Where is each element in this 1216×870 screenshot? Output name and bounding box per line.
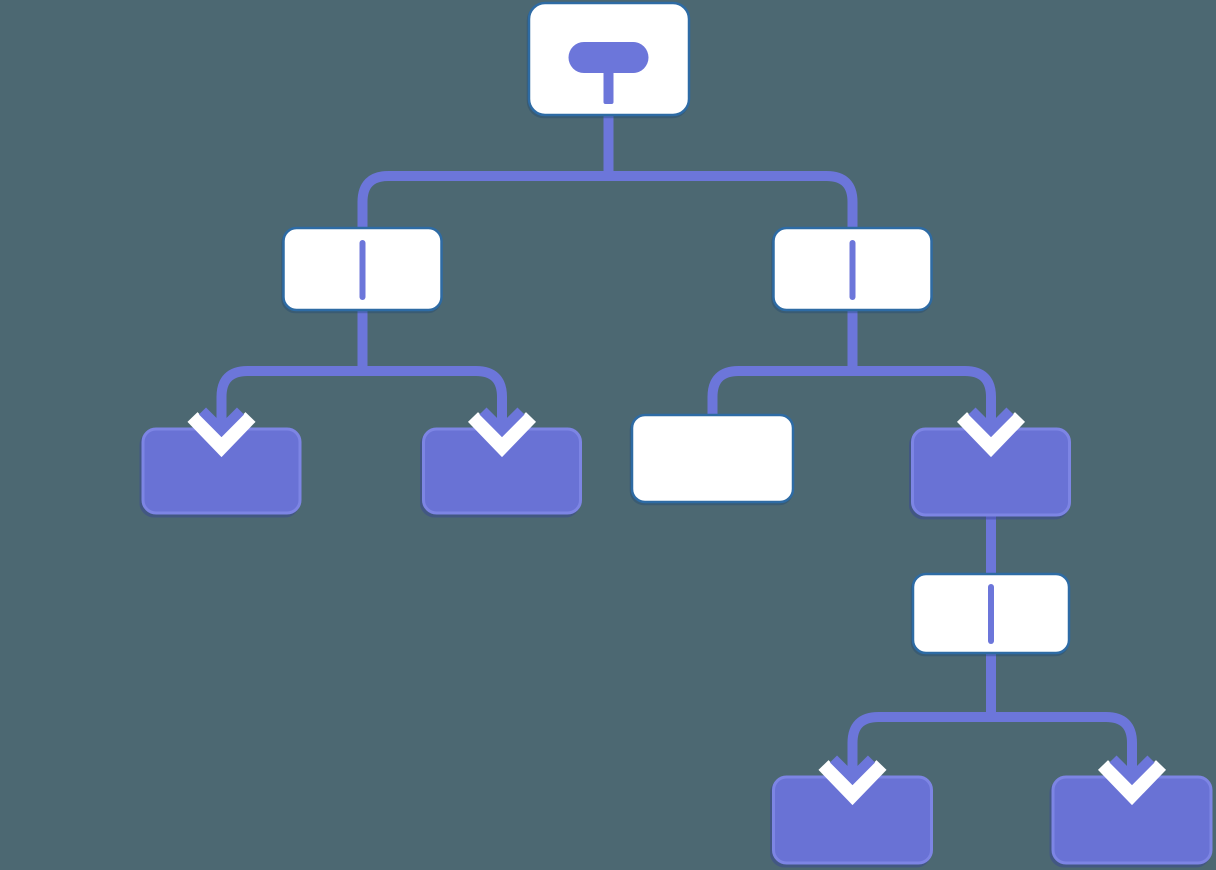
double-chevron-down-icon [467,407,537,458]
edge-rail [216,366,507,423]
pill-icon [568,42,649,104]
edge-root-to-splits [357,112,858,230]
vertical-line-icon [988,584,994,644]
edge-split-right-to-children [707,308,996,423]
node-start-root[interactable] [527,1,691,117]
edge-rail [847,712,1137,771]
node-split-right[interactable] [772,226,933,312]
double-chevron-down-icon [1097,755,1167,806]
vertical-line-icon [359,240,366,300]
node-split-left[interactable] [282,226,443,312]
node-split-lower[interactable] [911,572,1071,655]
vertical-line-icon [849,240,856,300]
node-body [630,413,795,504]
double-chevron-down-icon [187,407,256,458]
double-chevron-down-icon [818,755,887,806]
edge-split-lower-to-targets [847,651,1137,771]
edge-rail [357,171,858,230]
edge-split-left-to-targets [216,308,507,423]
double-chevron-down-icon [956,407,1026,458]
edge-rail [707,366,996,423]
node-plain-right[interactable] [630,413,795,504]
